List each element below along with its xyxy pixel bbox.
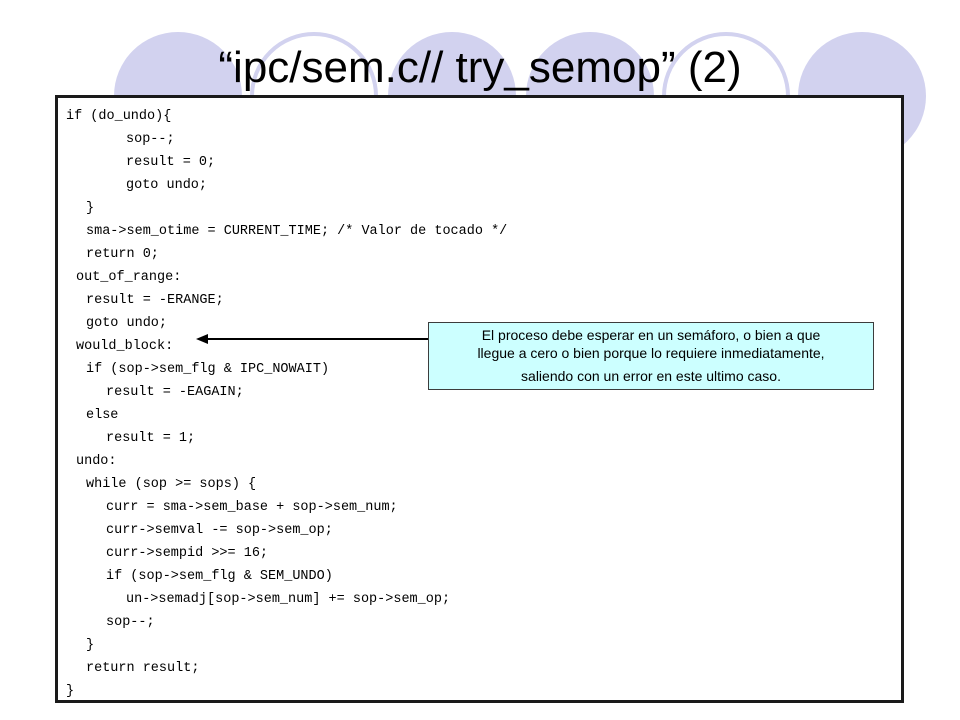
code-line: if (sop->sem_flg & IPC_NOWAIT) bbox=[86, 362, 330, 377]
code-line: if (do_undo){ bbox=[66, 109, 172, 124]
code-line: result = 0; bbox=[126, 155, 216, 170]
code-line: sma->sem_otime = CURRENT_TIME; /* Valor … bbox=[86, 224, 508, 239]
code-line: } bbox=[66, 684, 75, 699]
code-line: undo: bbox=[76, 454, 117, 469]
code-line: return 0; bbox=[86, 247, 159, 262]
code-line: un->semadj[sop->sem_num] += sop->sem_op; bbox=[126, 592, 451, 607]
code-line: } bbox=[86, 201, 95, 216]
callout-line-3: saliendo con un error en este ultimo cas… bbox=[521, 368, 781, 384]
code-line: while (sop >= sops) { bbox=[86, 477, 257, 492]
code-line: would_block: bbox=[76, 339, 174, 354]
code-line: else bbox=[86, 408, 119, 423]
code-line: curr->sempid >>= 16; bbox=[106, 546, 269, 561]
code-line: goto undo; bbox=[126, 178, 208, 193]
code-line: goto undo; bbox=[86, 316, 168, 331]
code-line: if (sop->sem_flg & SEM_UNDO) bbox=[106, 569, 333, 584]
code-line: out_of_range: bbox=[76, 270, 182, 285]
code-line: } bbox=[86, 638, 95, 653]
code-line: return result; bbox=[86, 661, 200, 676]
code-line: result = 1; bbox=[106, 431, 196, 446]
callout-note: El proceso debe esperar en un semáforo, … bbox=[428, 322, 874, 390]
code-box bbox=[55, 95, 904, 703]
code-line: sop--; bbox=[106, 615, 155, 630]
slide-title: “ipc/sem.c// try_semop” (2) bbox=[218, 43, 742, 92]
code-line: curr = sma->sem_base + sop->sem_num; bbox=[106, 500, 398, 515]
code-line: result = -ERANGE; bbox=[86, 293, 224, 308]
callout-line-2: llegue a cero o bien porque lo requiere … bbox=[477, 345, 825, 361]
callout-line-1: El proceso debe esperar en un semáforo, … bbox=[481, 327, 821, 343]
code-line: sop--; bbox=[126, 132, 175, 147]
code-line: result = -EAGAIN; bbox=[106, 385, 244, 400]
code-line: curr->semval -= sop->sem_op; bbox=[106, 523, 333, 538]
